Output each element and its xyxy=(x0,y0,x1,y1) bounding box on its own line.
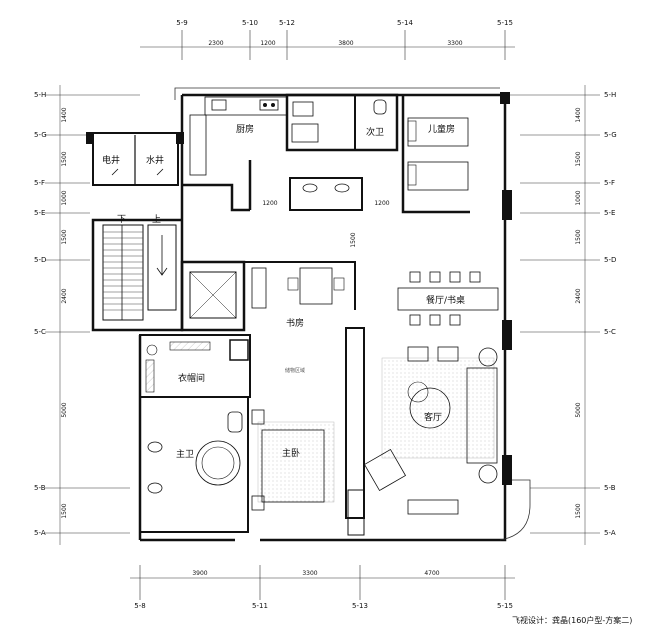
room-label-closet: 衣帽间 xyxy=(178,372,205,384)
row-dim-label: 1400 xyxy=(575,107,582,122)
top-axis-label: 5-10 xyxy=(242,19,258,27)
row-dim-label: 5000 xyxy=(61,402,68,417)
study-note: 储物区域 xyxy=(285,367,305,374)
row-axes xyxy=(45,85,600,545)
room-label-dining: 餐厅/书桌 xyxy=(426,294,465,306)
room-label-elec-shaft: 电井 xyxy=(102,154,120,166)
row-axis-label: 5-B xyxy=(34,484,46,492)
row-axis-label: 5-E xyxy=(604,209,615,217)
row-axis-label: 5-A xyxy=(604,529,616,537)
top-axis-label: 5-12 xyxy=(279,19,295,27)
top-axis-label: 5-9 xyxy=(176,19,187,27)
master-bath: 主卫 xyxy=(139,396,249,533)
bottom-axis-label: 5-15 xyxy=(497,602,513,610)
row-dim-label: 2400 xyxy=(575,288,582,303)
row-axis-labels: 5-H 5-G 5-F 5-E 5-D 5-C 5-B 5-A 5-H 5-G … xyxy=(34,91,617,537)
row-axis-label: 5-E xyxy=(34,209,45,217)
row-axis-label: 5-A xyxy=(34,529,46,537)
row-axis-label: 5-B xyxy=(604,484,616,492)
row-axis-label: 5-D xyxy=(604,256,616,264)
inner-dim-label: 1500 xyxy=(350,232,357,247)
stair-up-label: 上 xyxy=(152,214,161,225)
top-dimensions: 5-9 5-10 5-12 5-14 5-15 2300 1200 3800 3… xyxy=(140,19,515,60)
inner-dim-label: 1200 xyxy=(262,200,277,207)
bottom-dim-label: 3300 xyxy=(302,570,317,577)
row-axis-label: 5-G xyxy=(34,131,47,139)
top-dim-label: 3800 xyxy=(338,40,353,47)
bottom-axis-label: 5-11 xyxy=(252,602,268,610)
row-dim-label: 1500 xyxy=(61,151,68,166)
row-dim-label: 1500 xyxy=(575,503,582,518)
shafts: 电井 水井 xyxy=(86,132,184,186)
closet: 衣帽间 xyxy=(139,334,251,398)
row-dim-labels: 1400 1500 1000 1500 2400 5000 1500 1400 … xyxy=(61,107,582,518)
bottom-dim-label: 4700 xyxy=(424,570,439,577)
study: 书房 储物区域 xyxy=(244,261,356,374)
top-dim-label: 1200 xyxy=(260,40,275,47)
row-dim-label: 1500 xyxy=(61,229,68,244)
stair-down-label: 下 xyxy=(117,215,126,225)
row-axis-label: 5-G xyxy=(604,131,617,139)
room-label-kids-room: 儿童房 xyxy=(428,123,455,135)
vanity-island: 1200 1200 1500 xyxy=(262,177,390,248)
bottom-axis-label: 5-8 xyxy=(134,602,145,610)
top-axis-label: 5-15 xyxy=(497,19,513,27)
room-label-living: 客厅 xyxy=(424,411,442,423)
row-axis-label: 5-D xyxy=(34,256,46,264)
row-axis-label: 5-C xyxy=(604,328,616,336)
staircase: 下 上 xyxy=(102,214,177,321)
kids-room: 儿童房 xyxy=(401,95,470,214)
row-dim-label: 1500 xyxy=(61,503,68,518)
row-axis-label: 5-H xyxy=(34,91,46,99)
top-axis-label: 5-14 xyxy=(397,19,413,27)
row-dim-label: 2400 xyxy=(61,288,68,303)
row-dim-label: 1500 xyxy=(575,151,582,166)
dining: 餐厅/书桌 xyxy=(397,271,499,326)
designer-credit: 飞视设计：龚晶(160户型-方案二) xyxy=(512,615,632,625)
kitchen: 厨房 xyxy=(182,96,288,212)
row-dim-label: 1000 xyxy=(575,190,582,205)
top-dim-label: 3300 xyxy=(447,40,462,47)
row-axis-label: 5-H xyxy=(604,91,616,99)
room-label-master-bath: 主卫 xyxy=(176,448,194,460)
row-axis-label: 5-F xyxy=(604,179,615,187)
inner-dim-label: 1200 xyxy=(374,200,389,207)
master-bedroom: 主卧 xyxy=(251,409,335,511)
row-dim-label: 5000 xyxy=(575,402,582,417)
room-label-water-shaft: 水井 xyxy=(146,154,164,166)
room-label-study: 书房 xyxy=(286,317,304,329)
elevator xyxy=(180,260,246,332)
room-label-second-bath: 次卫 xyxy=(366,126,384,138)
top-dim-label: 2300 xyxy=(208,40,223,47)
row-axis-label: 5-F xyxy=(34,179,45,187)
row-dim-label: 1500 xyxy=(575,229,582,244)
living-room: 客厅 xyxy=(363,346,498,515)
bottom-dimensions: 3900 3300 4700 5-8 5-11 5-13 5-15 xyxy=(130,565,515,610)
partition-walls xyxy=(345,92,512,536)
row-dim-label: 1400 xyxy=(61,107,68,122)
room-label-kitchen: 厨房 xyxy=(236,123,254,135)
room-label-master-bed: 主卧 xyxy=(282,447,300,459)
bottom-dim-label: 3900 xyxy=(192,570,207,577)
bottom-axis-label: 5-13 xyxy=(352,602,368,610)
row-axis-label: 5-C xyxy=(34,328,46,336)
balcony-rails xyxy=(174,87,531,541)
row-dim-label: 1000 xyxy=(61,190,68,205)
second-bathroom: 次卫 xyxy=(285,93,399,152)
